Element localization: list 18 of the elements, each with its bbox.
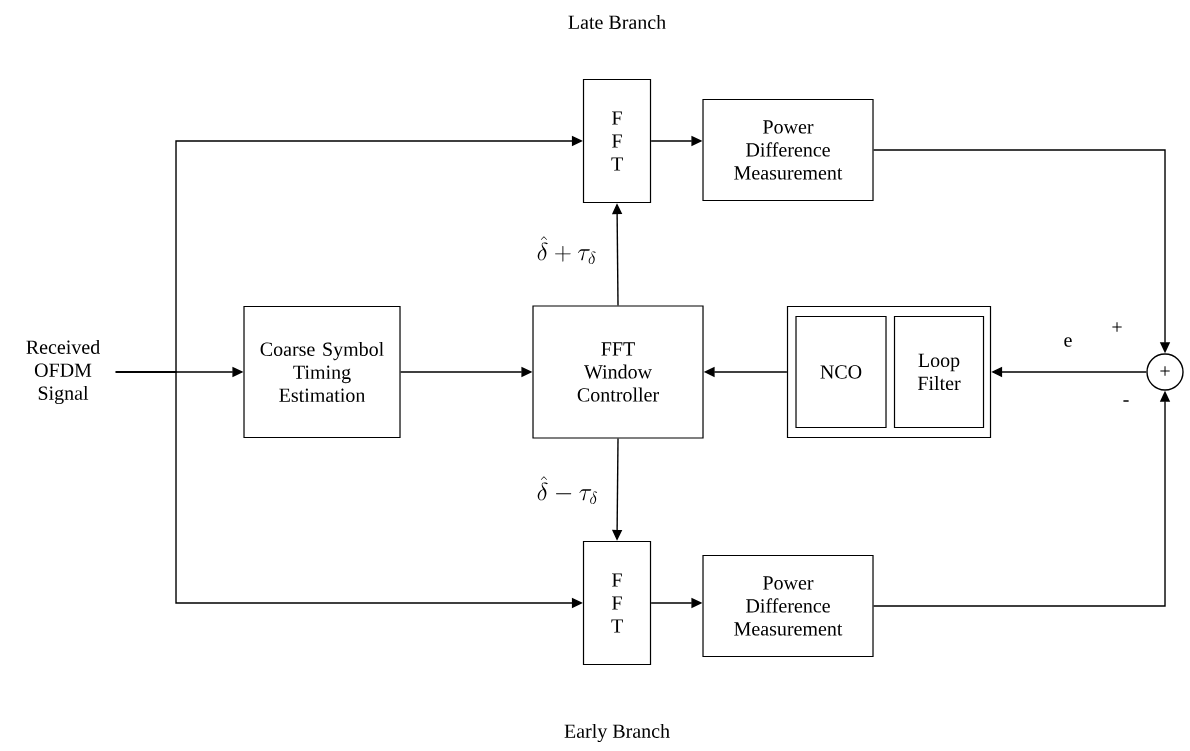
process-box: FFT Window Controller <box>532 305 704 439</box>
edge-label: e <box>1062 336 1074 348</box>
fft-box: F F T <box>582 540 652 666</box>
branch-label: Early Branch <box>564 723 670 743</box>
input-label: Received OFDM Signal <box>26 339 100 405</box>
group-box <box>786 305 992 439</box>
edge-label: $\hat{\delta} + \tau_{\delta}$ <box>535 235 598 265</box>
branch-label: Late Branch <box>568 14 666 29</box>
fft-box: F F T <box>582 78 652 204</box>
summing-junction: + <box>1146 353 1184 391</box>
edge-label: + <box>1110 321 1124 335</box>
process-box: NCO <box>795 315 887 429</box>
process-box: Loop Filter <box>893 315 985 429</box>
process-box: Power Difference Measurement <box>702 554 874 658</box>
edge-label: $\hat{\delta} - \tau_{\delta}$ <box>535 475 600 505</box>
edge-label: - <box>1121 399 1131 407</box>
process-box: Coarse Symbol Timing Estimation <box>243 305 401 439</box>
process-box: Power Difference Measurement <box>702 98 874 202</box>
